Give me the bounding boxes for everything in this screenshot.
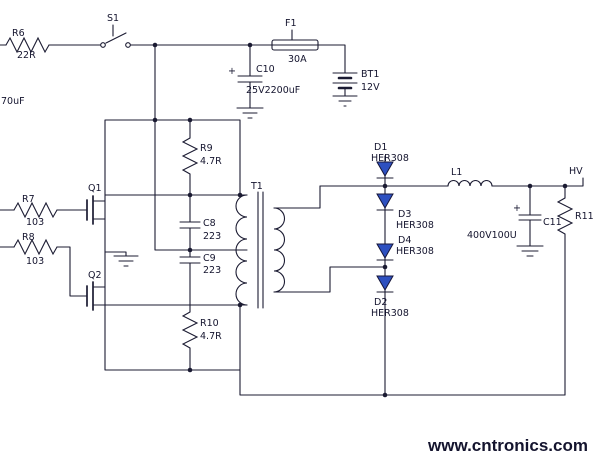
label-bt1-ref: BT1 <box>361 69 379 80</box>
capacitor-c9: C9 223 <box>179 253 221 313</box>
label-r11-ref: R11 <box>575 211 594 222</box>
battery-bt1: BT1 12V <box>332 69 380 107</box>
diode-d4: D4 HER308 <box>376 235 434 261</box>
label-f1-value: 30A <box>288 54 307 65</box>
label-r7-ref: R7 <box>22 194 35 205</box>
label-r7-value: 103 <box>26 217 44 228</box>
label-left-cap-value: 70uF <box>1 96 25 107</box>
label-t1-ref: T1 <box>250 181 263 192</box>
label-d4-ref: D4 <box>398 235 411 246</box>
label-c11-value: 400V100U <box>467 230 517 241</box>
label-q1-ref: Q1 <box>88 183 102 194</box>
watermark-text: www.cntronics.com <box>427 436 588 455</box>
switch-pin-icon <box>100 42 106 48</box>
resistor-r6: R6 22R <box>5 28 50 61</box>
label-d1-ref: D1 <box>374 142 387 153</box>
label-r10-value: 4.7R <box>200 331 222 342</box>
mosfet-q1: Q1 <box>86 183 106 225</box>
label-r8-ref: R8 <box>22 232 35 243</box>
label-l1-ref: L1 <box>451 167 462 178</box>
label-c8-value: 223 <box>203 231 221 242</box>
ground-symbol <box>236 107 264 119</box>
capacitor-c11: + C11 400V100U <box>467 185 562 257</box>
label-c10-ref: C10 <box>256 64 275 75</box>
switch-pin-icon <box>125 42 131 48</box>
diode-d2-icon <box>376 275 394 292</box>
ground-symbol <box>332 95 358 107</box>
label-hv-terminal: HV <box>569 166 583 177</box>
diode-d3: D3 HER308 <box>376 193 434 231</box>
label-s1-ref: S1 <box>107 13 119 24</box>
label-d4-value: HER308 <box>396 246 434 257</box>
diode-d2: D2 HER308 <box>371 275 409 319</box>
plus-sign-c11: + <box>513 203 521 214</box>
label-c10-value: 25V2200uF <box>246 85 300 96</box>
label-q2-ref: Q2 <box>88 270 102 281</box>
label-c9-ref: C9 <box>203 253 216 264</box>
label-c8-ref: C8 <box>203 218 216 229</box>
label-r9-ref: R9 <box>200 143 213 154</box>
label-c11-ref: C11 <box>543 217 562 228</box>
label-d2-ref: D2 <box>374 297 387 308</box>
label-bt1-value: 12V <box>361 82 380 93</box>
resistor-r9: R9 4.7R <box>181 119 222 223</box>
ground-symbol <box>104 251 139 267</box>
label-d2-value: HER308 <box>371 308 409 319</box>
label-r6-value: 22R <box>17 50 36 61</box>
inductor-l1: L1 <box>447 167 493 187</box>
label-d3-value: HER308 <box>396 220 434 231</box>
fuse-f1: F1 30A <box>271 18 319 65</box>
resistor-r8: R8 103 <box>0 232 88 297</box>
switch-s1: S1 <box>100 13 131 48</box>
label-r9-value: 4.7R <box>200 156 222 167</box>
ground-symbol <box>516 245 544 257</box>
label-r6-ref: R6 <box>12 28 25 39</box>
transformer-t1: T1 <box>235 181 285 309</box>
resistor-r10: R10 4.7R <box>181 311 222 371</box>
junction-dots <box>152 42 568 398</box>
label-d3-ref: D3 <box>398 209 411 220</box>
resistor-r7: R7 103 <box>0 194 88 228</box>
label-c9-value: 223 <box>203 265 221 276</box>
label-r10-ref: R10 <box>200 318 219 329</box>
capacitor-c10: + C10 25V2200uF <box>228 64 300 119</box>
mosfet-q2: Q2 <box>86 270 106 311</box>
label-d1-value: HER308 <box>371 153 409 164</box>
diode-d4-icon <box>376 243 394 260</box>
plus-sign-c10: + <box>228 66 236 77</box>
resistor-r11: R11 <box>556 185 594 235</box>
capacitor-c8: C8 223 <box>179 218 221 258</box>
label-f1-ref: F1 <box>285 18 297 29</box>
diode-d3-icon <box>376 193 394 210</box>
diode-d1: D1 HER308 <box>371 142 409 179</box>
diode-d1-icon <box>376 161 394 178</box>
label-r8-value: 103 <box>26 256 44 267</box>
